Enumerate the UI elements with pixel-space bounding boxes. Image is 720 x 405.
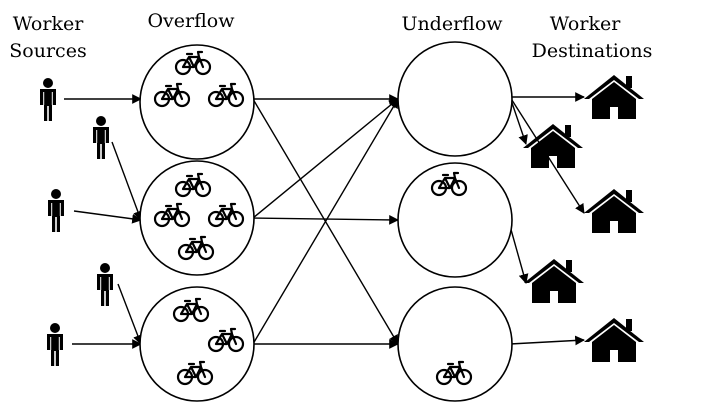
worker-sources-label-line2: Sources (9, 40, 86, 62)
overflow-to-underflow-arrow (252, 98, 399, 219)
overflow-station-2 (139, 160, 255, 276)
person-icon (92, 115, 110, 160)
underflow-station-2 (397, 162, 513, 278)
house-icon (524, 259, 584, 303)
overflow-to-underflow-arrow (252, 98, 399, 345)
worker-sources-label-line1: Worker (13, 13, 85, 35)
source-to-overflow-arrow (111, 141, 143, 221)
worker-destinations (523, 75, 644, 362)
worker-destinations-label-line2: Destinations (532, 40, 653, 62)
overflow-station-3 (139, 286, 255, 402)
person-icon (47, 188, 65, 233)
source-to-overflow-arrow (73, 210, 142, 224)
person-icon (39, 77, 57, 122)
worker-destinations-label-line1: Worker (550, 13, 622, 35)
worker-sources (39, 77, 114, 367)
underflow-to-destination-arrow (509, 225, 529, 284)
overflow-to-underflow-arrow (252, 214, 399, 225)
source-to-overflow-arrow (117, 283, 143, 345)
house-icon (584, 189, 644, 233)
house-icon (584, 75, 644, 119)
underflow-station-1 (397, 41, 513, 157)
overflow-label: Overflow (147, 10, 235, 32)
underflow-label: Underflow (401, 13, 503, 35)
person-icon (46, 322, 64, 367)
underflow-to-destination-arrow (509, 335, 585, 346)
house-icon (584, 318, 644, 362)
underflow-to-destination-arrow (509, 96, 528, 145)
person-icon (96, 262, 114, 307)
underflow-station-3 (397, 286, 513, 402)
overflow-station-1 (139, 44, 255, 160)
